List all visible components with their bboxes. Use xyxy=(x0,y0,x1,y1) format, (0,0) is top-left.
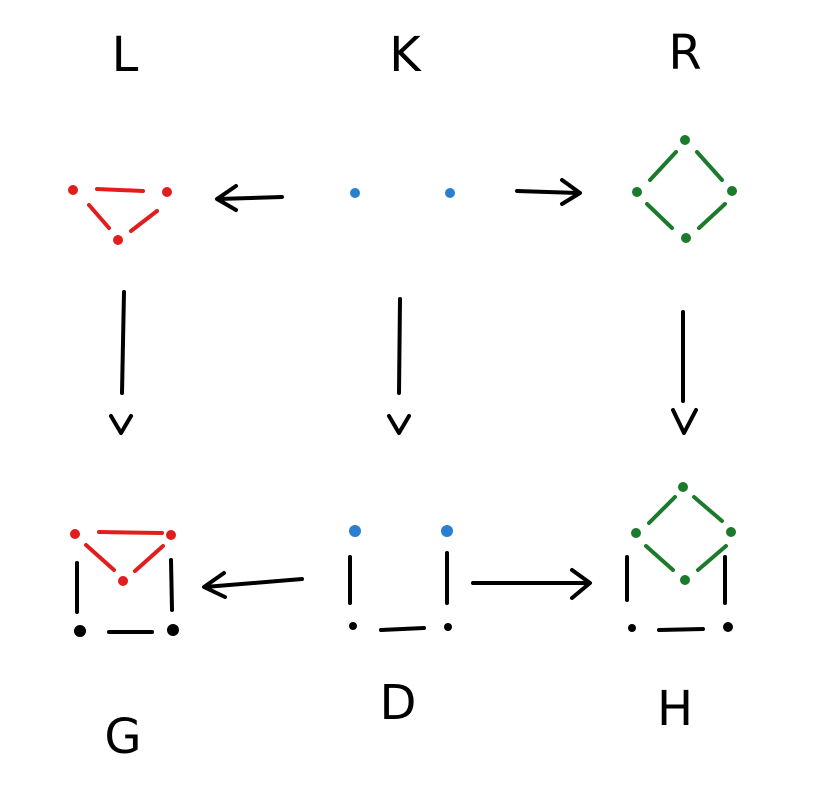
label-K: K xyxy=(389,27,422,83)
edge-R-top-left xyxy=(648,150,678,182)
arrow-D-to-G xyxy=(202,571,304,599)
graph-K xyxy=(350,188,455,198)
edge-H-green-top-left xyxy=(647,495,677,525)
node-R-right xyxy=(727,186,737,196)
edge-H-green-bottom-left xyxy=(644,544,675,572)
edge-L-right xyxy=(129,209,159,233)
node-D-blue-1 xyxy=(349,525,361,537)
label-H: H xyxy=(657,681,693,737)
node-R-left xyxy=(632,187,642,197)
node-G-red-2 xyxy=(166,530,176,540)
edge-G-right xyxy=(169,558,174,612)
node-D-black-1 xyxy=(349,622,357,630)
graph-G xyxy=(70,529,179,637)
node-H-black-2 xyxy=(723,622,733,632)
node-L-3 xyxy=(113,235,123,245)
graph-L xyxy=(68,185,172,245)
label-D: D xyxy=(380,675,417,731)
node-R-top xyxy=(680,135,690,145)
node-D-blue-2 xyxy=(441,525,453,537)
label-L: L xyxy=(112,27,139,83)
edge-R-top-right xyxy=(695,150,724,182)
edge-R-bottom-right xyxy=(697,202,727,230)
node-H-green-left xyxy=(631,528,641,538)
node-K-2 xyxy=(445,188,455,198)
node-K-1 xyxy=(350,188,360,198)
edge-G-red-left xyxy=(84,543,116,572)
edge-H-green-top-right xyxy=(692,495,724,523)
node-G-red-1 xyxy=(70,529,80,539)
node-L-2 xyxy=(162,187,172,197)
graph-D xyxy=(348,525,453,632)
edge-L-left xyxy=(87,203,111,230)
node-R-bottom xyxy=(681,233,691,243)
graph-H xyxy=(625,482,736,632)
node-H-green-right xyxy=(726,527,736,537)
node-G-black-1 xyxy=(74,625,86,637)
node-L-1 xyxy=(68,185,78,195)
arrow-R-to-H xyxy=(671,310,698,435)
arrow-L-to-G xyxy=(109,290,133,435)
arrow-K-to-D xyxy=(387,297,411,435)
edge-D-bottom xyxy=(379,626,426,632)
edge-H-green-bottom-right xyxy=(696,544,728,572)
label-G: G xyxy=(104,709,141,765)
arrow-K-to-R xyxy=(515,178,582,206)
edge-G-red-top xyxy=(97,530,164,535)
edge-G-red-right xyxy=(133,544,165,573)
edge-R-bottom-left xyxy=(645,202,674,230)
edge-H-bottom xyxy=(657,627,705,632)
arrow-K-to-L xyxy=(215,184,284,212)
graph-R xyxy=(632,135,737,243)
node-H-green-bottom xyxy=(680,575,690,585)
label-R: R xyxy=(668,25,701,81)
node-D-black-2 xyxy=(444,623,452,631)
node-H-black-1 xyxy=(628,624,636,632)
node-H-green-top xyxy=(678,482,688,492)
node-G-red-3 xyxy=(118,576,128,586)
arrow-D-to-H xyxy=(471,568,592,600)
node-G-black-2 xyxy=(167,624,179,636)
edge-L-top xyxy=(95,187,145,193)
